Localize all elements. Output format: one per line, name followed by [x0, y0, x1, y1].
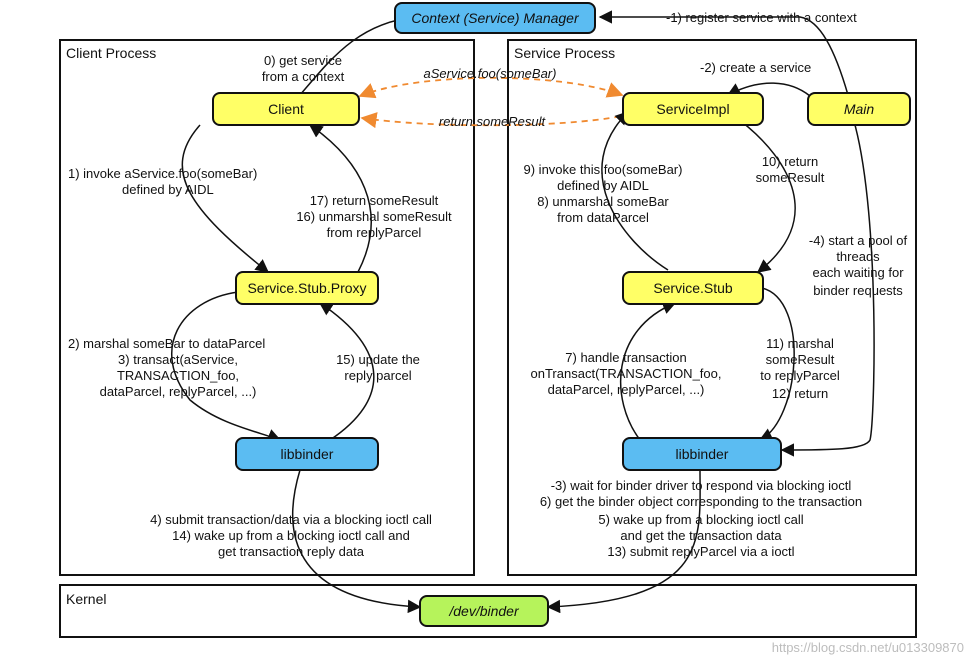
- label-ret17-2: 16) unmarshal someResult: [296, 209, 452, 224]
- dev-binder-node: /dev/binder: [419, 595, 549, 627]
- client-process-title: Client Process: [66, 45, 156, 61]
- label-marshal-4: dataParcel, replyParcel, ...): [100, 384, 257, 399]
- client-label: Client: [268, 101, 304, 117]
- libbinder-service-node: libbinder: [622, 437, 782, 471]
- label-submit-2: 14) wake up from a blocking ioctl call a…: [172, 528, 410, 543]
- stub-node: Service.Stub: [622, 271, 764, 305]
- label-wait-3: 5) wake up from a blocking ioctl call: [598, 512, 803, 527]
- label-wait-1: -3) wait for binder driver to respond vi…: [551, 478, 852, 493]
- label-return-result: return someResult: [439, 114, 547, 129]
- context-manager-node: Context (Service) Manager: [394, 2, 596, 34]
- label-pool-2: threads: [836, 249, 880, 264]
- label-marshal-3: TRANSACTION_foo,: [117, 368, 239, 383]
- label-afoo-call: aService.foo(someBar): [424, 66, 557, 81]
- label-create-service: -2) create a service: [700, 60, 811, 75]
- kernel-title: Kernel: [66, 591, 106, 607]
- label-svc-invoke-3: 8) unmarshal someBar: [537, 194, 669, 209]
- label-submit-1: 4) submit transaction/data via a blockin…: [150, 512, 432, 527]
- label-svc-invoke-1: 9) invoke this.foo(someBar): [524, 162, 683, 177]
- label-svc-ret-2: someResult: [756, 170, 825, 185]
- label-pool-3: each waiting for: [812, 265, 904, 280]
- stub-proxy-label: Service.Stub.Proxy: [247, 280, 366, 296]
- label-wait-5: 13) submit replyParcel via a ioctl: [607, 544, 794, 559]
- libbinder-client-node: libbinder: [235, 437, 379, 471]
- label-pool-1: -4) start a pool of: [809, 233, 908, 248]
- label-submit-3: get transaction reply data: [218, 544, 365, 559]
- client-node: Client: [212, 92, 360, 126]
- label-update-2: reply parcel: [344, 368, 411, 383]
- label-handle-3: dataParcel, replyParcel, ...): [548, 382, 705, 397]
- label-pool-4: binder requests: [813, 283, 903, 298]
- stub-proxy-node: Service.Stub.Proxy: [235, 271, 379, 305]
- label-wait-2: 6) get the binder object corresponding t…: [540, 494, 862, 509]
- service-process-title: Service Process: [514, 45, 615, 61]
- label-get-service-1: 0) get service: [264, 53, 342, 68]
- service-impl-node: ServiceImpl: [622, 92, 764, 126]
- label-update-1: 15) update the: [336, 352, 420, 367]
- dev-binder-label: /dev/binder: [448, 603, 520, 619]
- label-svc-ret-1: 10) return: [762, 154, 818, 169]
- label-wait-4: and get the transaction data: [620, 528, 782, 543]
- label-invoke-1: 1) invoke aService.foo(someBar): [68, 166, 257, 181]
- label-get-service-2: from a context: [262, 69, 345, 84]
- label-marshal11-4: 12) return: [772, 386, 828, 401]
- label-svc-invoke-2: defined by AIDL: [557, 178, 649, 193]
- watermark-text: https://blog.csdn.net/u013309870: [772, 640, 964, 655]
- label-ret17-1: 17) return someResult: [310, 193, 439, 208]
- label-handle-2: onTransact(TRANSACTION_foo,: [531, 366, 722, 381]
- label-marshal11-1: 11) marshal: [766, 336, 834, 351]
- label-marshal-2: 3) transact(aService,: [118, 352, 238, 367]
- libbinder-client-label: libbinder: [281, 446, 334, 462]
- label-marshal11-2: someResult: [766, 352, 835, 367]
- client-process-region: [59, 39, 475, 576]
- label-marshal11-3: to replyParcel: [760, 368, 840, 383]
- label-register-service: -1) register service with a context: [666, 10, 857, 25]
- stub-label: Service.Stub: [653, 280, 733, 296]
- context-manager-label: Context (Service) Manager: [411, 10, 580, 26]
- main-node: Main: [807, 92, 911, 126]
- label-invoke-2: defined by AIDL: [122, 182, 214, 197]
- libbinder-service-label: libbinder: [676, 446, 729, 462]
- label-marshal-1: 2) marshal someBar to dataParcel: [68, 336, 265, 351]
- label-ret17-3: from replyParcel: [327, 225, 422, 240]
- service-impl-label: ServiceImpl: [656, 101, 729, 117]
- label-svc-invoke-4: from dataParcel: [557, 210, 649, 225]
- kernel-region: [59, 584, 917, 638]
- main-label: Main: [844, 101, 875, 117]
- label-handle-1: 7) handle transaction: [565, 350, 686, 365]
- service-process-region: [507, 39, 917, 576]
